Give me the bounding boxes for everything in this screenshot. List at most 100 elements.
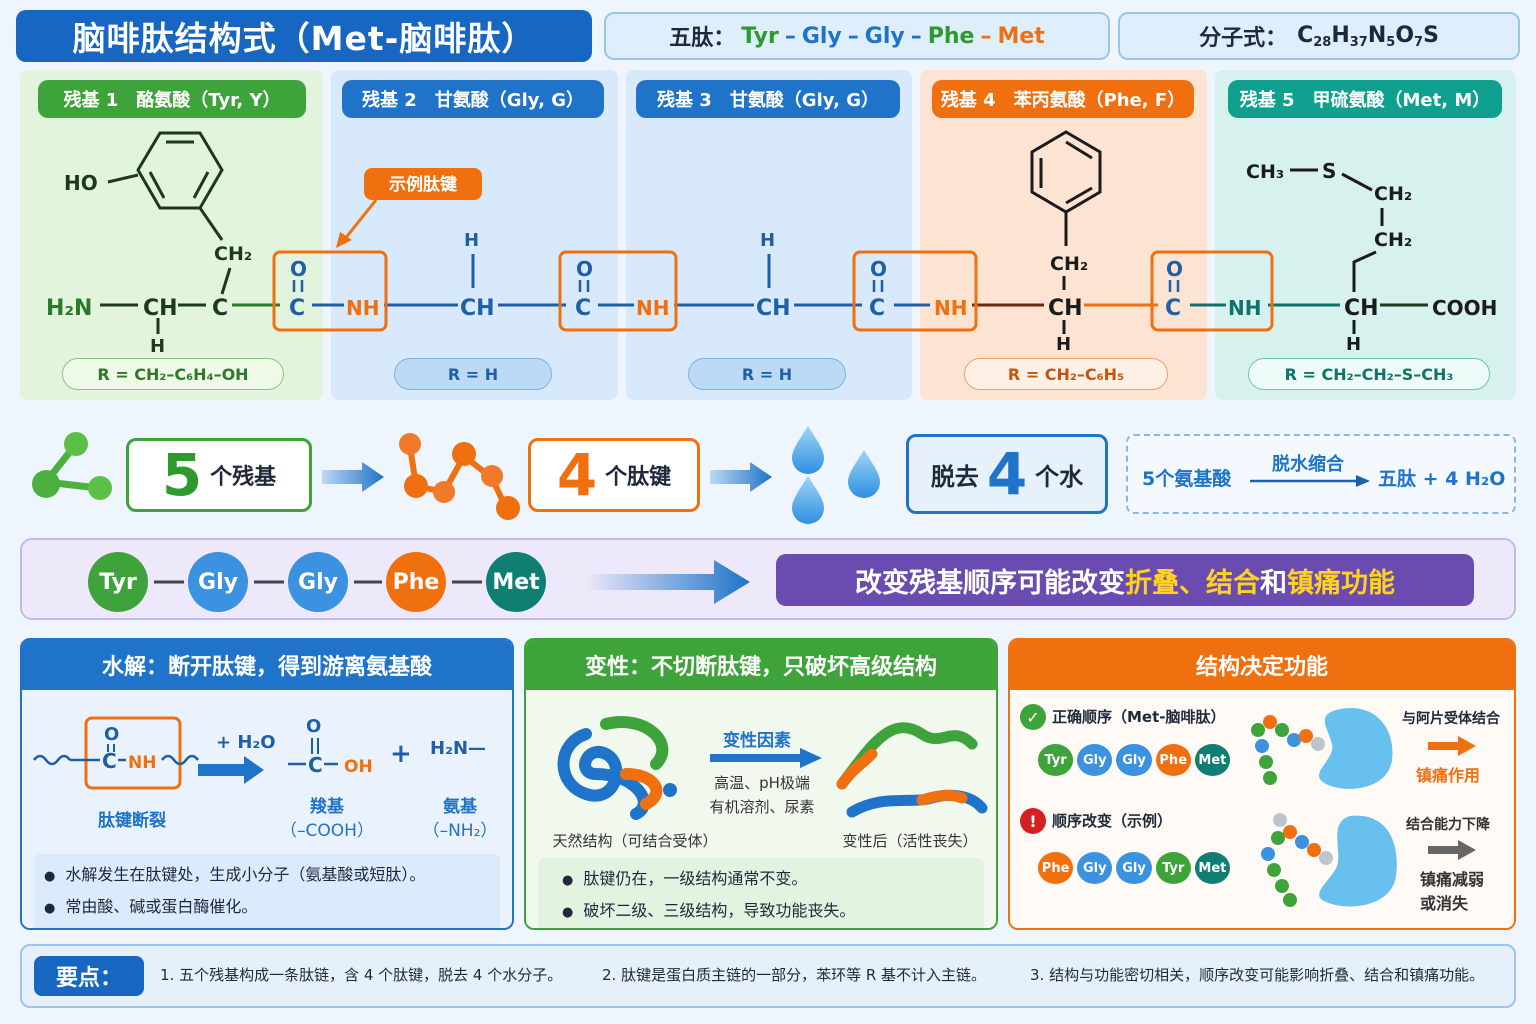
function-title: 结构决定功能: [1010, 640, 1514, 690]
s-label: S: [1322, 159, 1336, 183]
bond-count-text: 个肽键: [605, 465, 672, 490]
seq-chip-3: Gly: [288, 552, 348, 612]
wrong-chip-4: Tyr: [1155, 852, 1191, 884]
denatured-label: 变性后（活性丧失）: [842, 832, 978, 850]
residue-count-box: 5 个残基: [126, 438, 312, 512]
formula: C28H37N5O7S: [1297, 22, 1439, 50]
h-label-1: H: [150, 336, 165, 357]
residue-count-number: 5: [161, 441, 203, 509]
receptor-binding-icon: [1251, 708, 1393, 789]
water-count-box: 脱去 4 个水: [906, 434, 1108, 514]
example-bond-tag: [364, 168, 482, 200]
svg-text:O: O: [104, 724, 119, 745]
phe-benzene-ring: [1030, 130, 1102, 246]
denaturation-bullet-2: 破坏二级、三级结构，导致功能丧失。: [562, 896, 974, 928]
tyr-ch2-label: CH₂: [214, 243, 252, 265]
seq-chip-4: Phe: [386, 552, 446, 612]
denaturation-title: 变性：不切断肽键，只破坏高级结构: [526, 640, 996, 690]
long-arrow-icon: [584, 560, 750, 604]
oh-label: OH: [344, 757, 373, 777]
ch3-label: CH₃: [1246, 161, 1284, 183]
residue-panel-3: [626, 70, 912, 400]
molecule-icon: [32, 432, 112, 500]
ch-label-2: CH: [460, 296, 495, 321]
nh-label: NH: [636, 296, 669, 320]
wrong-bind-label: 结合能力下降: [1406, 817, 1490, 833]
residue-count-text: 个残基: [210, 465, 277, 490]
seq-res-5: Met: [997, 23, 1045, 49]
svg-text:NH: NH: [128, 753, 156, 773]
key-points-bar: 要点： 1. 五个残基构成一条肽链，含 4 个肽键，脱去 4 个水分子。 2. …: [20, 944, 1516, 1008]
r-group-label-1: R = CH₂–C₆H₄–OH: [62, 358, 284, 390]
o-label: O: [290, 257, 307, 281]
page-title: 脑啡肽结构式（Met-脑啡肽）: [16, 10, 592, 62]
wrong-order-title: 顺序改变（示例）: [1052, 812, 1173, 830]
reaction-left: 5个氨基酸: [1142, 468, 1232, 490]
bond-count-box: 4 个肽键: [528, 438, 700, 512]
ch-label-5: CH: [1344, 296, 1379, 321]
denature-factor-title: 变性因素: [723, 731, 791, 751]
h-label-5: H: [1346, 334, 1361, 355]
peptide-bond-box-4: [1150, 250, 1274, 332]
sequence-label: 五肽：: [669, 26, 736, 51]
wrong-chip-2: Gly: [1077, 852, 1113, 884]
nh-label: NH: [934, 296, 967, 320]
warning-icon: !: [1020, 808, 1046, 834]
correct-order-title: 正确顺序（Met-脑啡肽）: [1052, 708, 1226, 726]
wrong-chip-row: Phe Gly Gly Tyr Met: [1038, 852, 1231, 884]
reaction-arrow-label: 脱水缩合: [1272, 454, 1344, 475]
amino-label: 氨基: [443, 797, 477, 817]
seq-res-3: Gly: [864, 23, 905, 49]
denaturation-bullets: 肽键仍在，一级结构通常不变。 破坏二级、三级结构，导致功能丧失。: [538, 858, 984, 928]
c-label: C: [1165, 296, 1181, 321]
correct-chip-2: Gly: [1077, 744, 1113, 776]
denature-arrow-icon: [710, 748, 822, 768]
carboxyl-label: 羧基: [310, 797, 344, 817]
seq-dash: –: [980, 23, 992, 49]
r-group-label-2: R = H: [394, 358, 552, 390]
hydrolysis-diagram: O C NH + H₂O O C OH + H₂N—: [33, 716, 486, 790]
bond-broken-label: 肽键断裂: [98, 811, 166, 831]
seq-res-1: Tyr: [741, 23, 779, 49]
sequence-message-c: 和: [1260, 567, 1287, 599]
c-label: C: [289, 296, 305, 321]
r-group-label-5: R = CH₂–CH₂–S–CH₃: [1248, 358, 1490, 390]
o-label: O: [576, 257, 593, 281]
hydrolysis-bullets: 水解发生在肽键处，生成小分子（氨基酸或短肽）。 常由酸、碱或蛋白酶催化。: [34, 854, 500, 928]
peptide-bond-box-2: [558, 250, 678, 332]
h2n-label: H₂N: [46, 296, 92, 321]
water-prefix: 脱去: [930, 462, 979, 491]
bond-count-number: 4: [556, 441, 598, 509]
reaction-right: 五肽 + 4 H₂O: [1378, 468, 1506, 490]
correct-bind-label: 与阿片受体结合: [1402, 711, 1500, 727]
water-drops-icon: [792, 426, 880, 524]
denature-factor-line2: 有机溶剂、尿素: [709, 798, 815, 816]
key-point-3: 3. 结构与功能密切相关，顺序改变可能影响折叠、结合和镇痛功能。: [1030, 966, 1485, 984]
example-bond-label: 示例肽键: [389, 174, 457, 195]
sequence-message: 改变残基顺序可能改变 折叠、结合 和 镇痛功能: [776, 554, 1474, 606]
hydrolysis-title: 水解：断开肽键，得到游离氨基酸: [22, 640, 512, 690]
correct-chip-row: Tyr Gly Gly Phe Met: [1038, 744, 1231, 776]
water-count-number: 4: [986, 440, 1028, 508]
correct-chip-1: Tyr: [1038, 744, 1074, 776]
ch-label-3: CH: [756, 296, 791, 321]
c-label-1: C: [212, 296, 228, 321]
seq-chip-5: Met: [486, 552, 546, 612]
phe-ch2-label: CH₂: [1050, 253, 1088, 275]
c-label: C: [575, 296, 591, 321]
seq-dash: –: [910, 23, 922, 49]
svg-text:C: C: [102, 749, 117, 773]
residue-tag-4: 残基 4 苯丙氨酸（Phe, F）: [932, 80, 1194, 118]
h2n-fragment: H₂N—: [430, 738, 486, 759]
residue-panel-1: [20, 70, 323, 400]
wrong-effect-2: 或消失: [1420, 894, 1469, 913]
correct-effect-label: 镇痛作用: [1416, 766, 1481, 785]
denaturation-panel: 变性：不切断肽键，只破坏高级结构 变性因素 高温、pH极端 有机溶剂、尿素 天然…: [524, 638, 998, 930]
seq-chip-2: Gly: [188, 552, 248, 612]
residue-panel-4: [920, 70, 1207, 400]
key-point-2: 2. 肽键是蛋白质主链的一部分，苯环等 R 基不计入主链。: [602, 966, 987, 984]
ch-label-1: CH: [143, 296, 178, 321]
nh-label: NH: [346, 296, 379, 320]
water-count-text: 个水: [1035, 462, 1084, 491]
amino-formula: （–NH₂）: [422, 821, 498, 841]
